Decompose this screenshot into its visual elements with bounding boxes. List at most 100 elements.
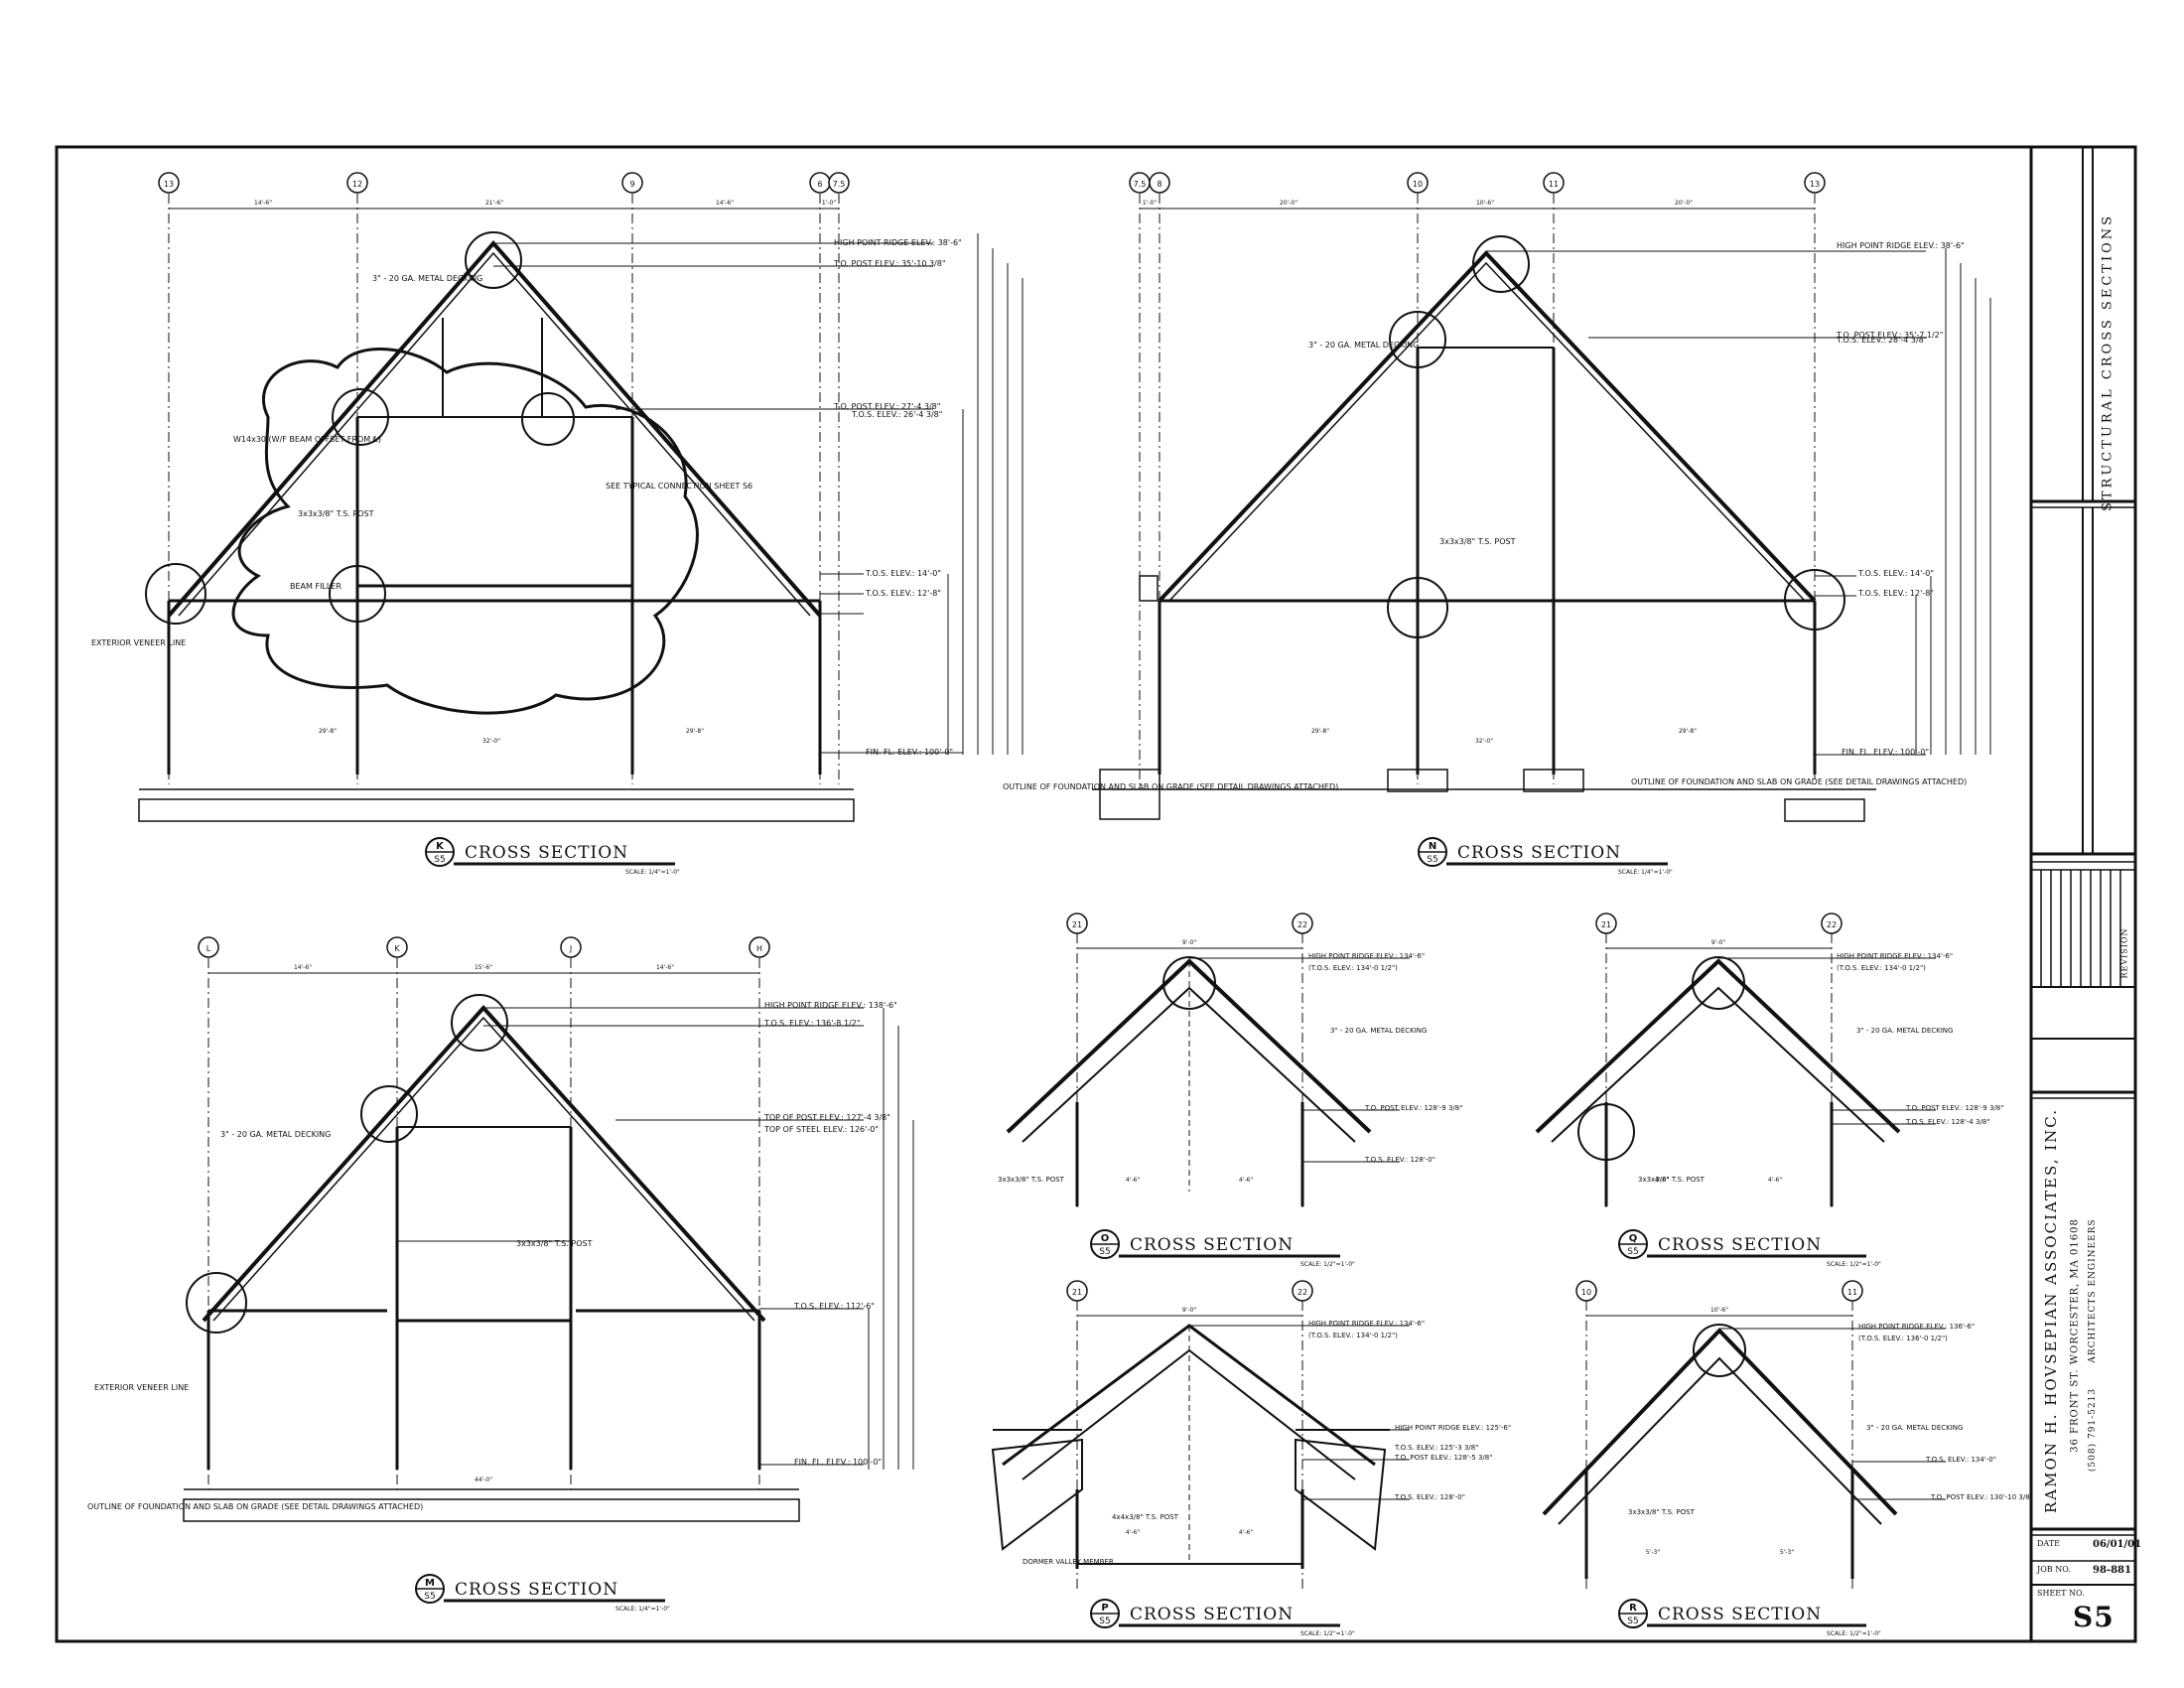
section-M-note: T.O.S. ELEV.: 112'-6"	[793, 1302, 875, 1311]
section-K-note: SEE TYPICAL CONNECTION SHEET S6	[606, 482, 752, 491]
section-R-note: HIGH POINT RIDGE ELEV.: 136'-6"	[1858, 1323, 1975, 1331]
section-N-note: T.O.S. ELEV.: 12'-8"	[1857, 589, 1934, 598]
revision-label: REVISION	[2119, 927, 2129, 979]
section-N-leader-lines	[1486, 250, 1926, 756]
section-M-note: TOP OF POST ELEV.: 127'-4 3/8"	[763, 1113, 890, 1122]
section-Q-note: 3" - 20 GA. METAL DECKING	[1856, 1027, 1953, 1035]
section-P-note: 4x4x3/8" T.S. POST	[1112, 1513, 1179, 1521]
section-P-note: T.O. POST ELEV.: 128'-5 3/8"	[1394, 1454, 1492, 1462]
section-K-note: 3x3x3/8" T.S. POST	[298, 509, 374, 518]
firm-address: 36 FRONT ST. WORCESTER, MA 01608	[2069, 1218, 2081, 1453]
section-M-grid-label: L	[206, 944, 211, 953]
section-K-grid-label: 6	[817, 180, 822, 189]
section-R-grid-label: 10	[1581, 1288, 1591, 1297]
section-M-foundation	[183, 1498, 800, 1522]
firm-name: RAMON H. HOVSEPIAN ASSOCIATES, INC.	[2042, 1107, 2060, 1514]
section-O-mark-sheet: S5	[1099, 1247, 1110, 1257]
section-K-dim-bottom: 29'-8"	[319, 728, 337, 735]
section-M-note: TOP OF STEEL ELEV.: 126'-0"	[763, 1125, 879, 1134]
section-P-mark-letter: P	[1101, 1603, 1108, 1614]
section-N-dim-bottom: 29'-8"	[1311, 728, 1329, 735]
section-M-dim-bottom: 44'-0"	[475, 1477, 492, 1483]
date-value: 06/01/01	[2093, 1539, 2142, 1550]
section-O	[1006, 913, 1410, 1211]
section-M-note: 3" - 20 GA. METAL DECKING	[220, 1130, 331, 1139]
section-K	[138, 172, 1024, 822]
section-K-grid-label: 13	[164, 180, 174, 189]
section-Q-note: HIGH POINT RIDGE ELEV.: 134'-6"	[1837, 952, 1953, 960]
section-K-grid-label: 9	[629, 180, 634, 189]
section-R-dim-bottom: 5'-3"	[1780, 1549, 1794, 1556]
section-K-elevation-dims	[947, 233, 1024, 755]
section-K-note: HIGH POINT RIDGE ELEV.: 38'-6"	[834, 238, 962, 247]
section-N-grid-label: 8	[1157, 180, 1161, 189]
section-P-note: HIGH POINT RIDGE ELEV.: 134'-6"	[1308, 1320, 1425, 1328]
section-P-mark-sheet: S5	[1099, 1617, 1110, 1626]
section-P-note: HIGH POINT RIDGE ELEV.: 125'-6"	[1395, 1424, 1511, 1432]
section-N-dim-bottom: 32'-0"	[1475, 738, 1493, 745]
section-N-dim-bottom: 29'-8"	[1679, 728, 1697, 735]
section-K-note: EXTERIOR VENEER LINE	[91, 638, 186, 647]
section-M-note: HIGH POINT RIDGE ELEV.: 138'-6"	[764, 1001, 897, 1010]
section-N	[1092, 172, 1991, 822]
section-O-note: (T.O.S. ELEV.: 134'-0 1/2")	[1308, 964, 1398, 972]
section-K-note: BEAM FILLER	[290, 582, 341, 591]
section-Q-dim-top: 9'-0"	[1711, 939, 1725, 946]
section-Q-note: T.O.S. ELEV.: 128'-4 3/8"	[1905, 1118, 1989, 1126]
section-R-note: 3" - 20 GA. METAL DECKING	[1866, 1424, 1963, 1432]
section-N-dim-top: 20'-0"	[1675, 200, 1693, 207]
section-P-note: T.O.S. ELEV.: 128'-0"	[1394, 1493, 1465, 1501]
job-label: JOB NO.	[2037, 1565, 2071, 1574]
section-P-note: DORMER VALLEY MEMBER	[1023, 1558, 1114, 1566]
section-K-dim-bottom: 32'-0"	[482, 738, 500, 745]
section-R-dim-bottom: 5'-3"	[1646, 1549, 1660, 1556]
section-M-note: OUTLINE OF FOUNDATION AND SLAB ON GRADE …	[87, 1502, 423, 1511]
section-K-dim-top: 14'-6"	[716, 200, 734, 207]
section-Q-note: T.O. POST ELEV.: 128'-9 3/8"	[1905, 1104, 2003, 1112]
section-M-note: FIN. FL. ELEV.: 100'-0"	[794, 1458, 882, 1467]
sheet-number: S5	[2073, 1601, 2115, 1633]
section-N-dim-top: 10'-6"	[1476, 200, 1494, 207]
section-K-note: T.O.S. ELEV.: 14'-0"	[865, 569, 941, 578]
section-R-mark-letter: R	[1629, 1603, 1637, 1614]
section-K-note: FIN. FL. ELEV.: 100'-0"	[866, 748, 953, 757]
section-M-title: CROSS SECTION	[455, 1580, 618, 1600]
date-label: DATE	[2037, 1539, 2060, 1548]
section-N-footing-left	[1099, 769, 1160, 820]
sheet-title: STRUCTURAL CROSS SECTIONS	[2100, 212, 2116, 512]
section-R-note: T.O. POST ELEV.: 130'-10 3/8"	[1930, 1493, 2033, 1501]
section-Q-grid-label: 21	[1601, 920, 1611, 929]
section-N-note: HIGH POINT RIDGE ELEV.: 38'-6"	[1837, 241, 1965, 250]
section-P-scale: SCALE: 1/2"=1'-0"	[1300, 1630, 1355, 1637]
section-P	[991, 1280, 1410, 1589]
section-M	[183, 936, 914, 1522]
section-N-grid-label: 10	[1413, 180, 1423, 189]
section-M-grid-bubbles	[198, 936, 770, 958]
section-R-grid-label: 11	[1847, 1288, 1857, 1297]
section-Q-grid-label: 22	[1827, 920, 1837, 929]
section-P-dim-top: 9'-0"	[1182, 1307, 1196, 1314]
section-O-note: T.O. POST ELEV.: 128'-9 3/8"	[1364, 1104, 1462, 1112]
section-O-dim-bottom: 4'-6"	[1239, 1177, 1253, 1184]
section-Q-title: CROSS SECTION	[1658, 1235, 1822, 1255]
section-R-note: T.O.S. ELEV.: 134'-0"	[1925, 1456, 1996, 1464]
section-K-grid-bubbles	[158, 172, 850, 194]
section-P-note: (T.O.S. ELEV.: 134'-0 1/2")	[1308, 1332, 1398, 1339]
section-Q-mark-letter: Q	[1629, 1233, 1638, 1244]
section-Q-note: 3x3x3/8" T.S. POST	[1638, 1176, 1706, 1184]
section-N-scale: SCALE: 1/4"=1'-0"	[1618, 869, 1673, 876]
section-K-title: CROSS SECTION	[465, 843, 628, 863]
section-K-note: 3" - 20 GA. METAL DECKING	[372, 274, 482, 283]
section-K-detail-bubbles	[145, 231, 575, 625]
title-block	[2029, 147, 2135, 1641]
section-M-dim-top: 14'-6"	[294, 964, 312, 971]
section-N-grid-label: 11	[1549, 180, 1559, 189]
section-O-dim-bottom: 4'-6"	[1126, 1177, 1140, 1184]
section-P-title: CROSS SECTION	[1130, 1605, 1294, 1624]
section-N-title: CROSS SECTION	[1457, 843, 1621, 863]
section-M-grid-label: H	[756, 944, 762, 953]
section-N-roof-rafter	[1158, 250, 1817, 603]
section-K-revision-cloud	[231, 348, 699, 715]
section-Q-note: (T.O.S. ELEV.: 134'-0 1/2")	[1837, 964, 1926, 972]
section-K-leader-lines	[493, 242, 963, 754]
